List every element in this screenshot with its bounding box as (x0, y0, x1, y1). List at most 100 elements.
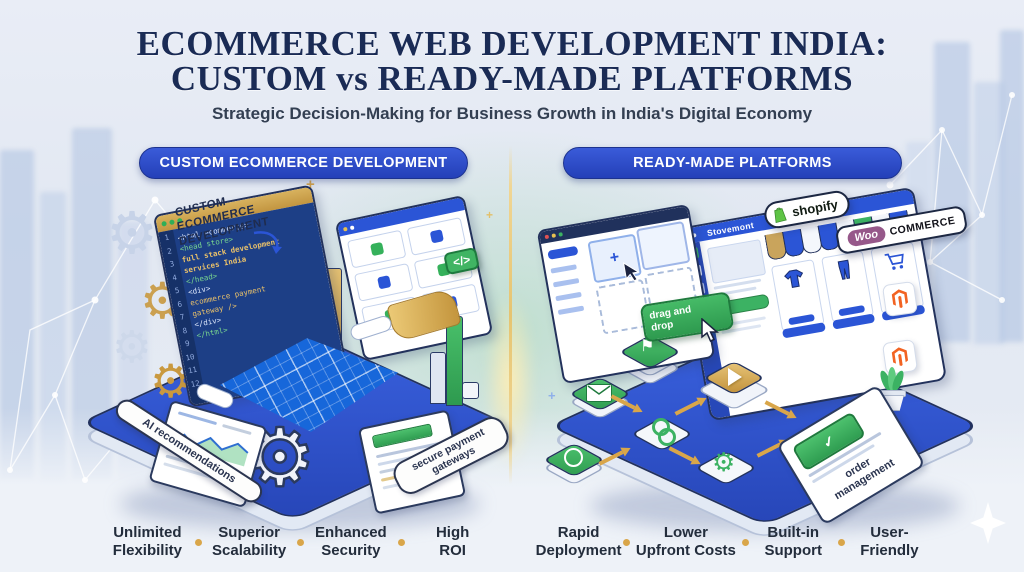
builder-block (635, 220, 691, 271)
feature-line: Friendly (860, 541, 919, 559)
window-dot-icon (168, 218, 175, 225)
window-dot-icon (349, 224, 355, 230)
garment-icon (429, 229, 444, 244)
plus-decoration: + (306, 176, 315, 193)
plus-decoration: + (548, 388, 556, 403)
coin-ring-icon (658, 428, 676, 446)
magento-badge (881, 280, 919, 318)
magento-badge (881, 338, 919, 376)
feature-line: Deployment (535, 541, 622, 559)
cart-icon (884, 253, 904, 270)
window-dot-icon (342, 226, 348, 232)
cursor-icon (622, 261, 640, 282)
check-icon: ✓ (819, 431, 838, 451)
refresh-clock-icon (564, 448, 583, 467)
magento-icon (891, 289, 909, 309)
pants-icon (837, 259, 851, 280)
feature-line: Unlimited (113, 524, 182, 541)
features-right: Rapid Deployment Lower Upfront Costs Bui… (534, 524, 934, 559)
sidebar-item (557, 305, 585, 316)
woocommerce-badge-label: COMMERCE (888, 214, 957, 238)
garment-icon (376, 275, 391, 290)
play-icon (728, 368, 742, 386)
sidebar-pill (547, 245, 579, 260)
feature-item: Unlimited Flexibility (100, 524, 195, 559)
feature-line: Lower (663, 524, 708, 541)
chart-bar (446, 316, 463, 406)
banner-custom-development: CUSTOM ECOMMERCE DEVELOPMENT (139, 147, 468, 179)
leaf (888, 367, 896, 391)
chart-bar (430, 352, 446, 404)
feature-line: Rapid (557, 524, 600, 541)
garment-icon (369, 242, 384, 257)
shopify-badge-label: shopify (790, 196, 840, 220)
feature-line: Support (764, 541, 822, 559)
feature-item: User- Friendly (845, 524, 934, 559)
feature-line: Security (321, 541, 381, 559)
dot-separator (837, 539, 845, 546)
sidebar-item (555, 291, 582, 302)
dot-separator (296, 539, 304, 546)
dot-separator (623, 539, 631, 546)
page-builder-window: + (536, 203, 716, 385)
feature-line: Scalability (212, 541, 287, 559)
content-placeholder (706, 239, 767, 284)
features-left: Unlimited Flexibility Superior Scalabili… (100, 524, 500, 559)
plus-decoration: + (486, 208, 494, 222)
center-divider-line (509, 146, 512, 484)
sidebar-item (552, 278, 580, 288)
feature-line: Flexibility (112, 541, 182, 559)
window-dot-icon (161, 220, 167, 227)
shopify-bag-icon (774, 207, 787, 224)
feature-line: ROI (439, 541, 466, 559)
page-title: ECOMMERCE WEB DEVELOPMENT INDIA: CUSTOM … (0, 26, 1024, 96)
gear-icon: ⚙ (712, 448, 736, 478)
product-card (820, 250, 875, 323)
cube-decoration (462, 382, 479, 399)
sidebar-item (550, 264, 577, 274)
storefront-window: Stovemont (676, 186, 948, 422)
tshirt-icon (784, 269, 804, 288)
product-card (346, 229, 407, 269)
feature-line: Enhanced (315, 524, 387, 541)
tower (974, 82, 1004, 344)
gear-icon: ⚙ (106, 199, 158, 267)
magento-icon (891, 347, 909, 367)
dot-separator (741, 539, 749, 546)
product-card (870, 241, 925, 314)
sketch-arrow-icon (253, 231, 282, 254)
feature-line: User- (870, 524, 909, 541)
plus-icon: + (608, 248, 621, 268)
feature-item: High ROI (405, 524, 500, 559)
feature-item: Rapid Deployment (534, 524, 623, 559)
product-card (353, 262, 414, 302)
storefront-window-title: Stovemont (706, 219, 755, 238)
feature-line: High (435, 524, 470, 541)
tower (934, 42, 970, 342)
feature-line: Built-in (767, 524, 820, 541)
window-dot-icon (551, 233, 557, 238)
title-line1: ECOMMERCE WEB DEVELOPMENT INDIA: (136, 24, 888, 63)
title-line2: CUSTOM vs READY-MADE PLATFORMS (170, 59, 854, 98)
dot-separator (398, 539, 406, 546)
feature-item: Built-in Support (749, 524, 838, 559)
page-subtitle: Strategic Decision-Making for Business G… (211, 104, 813, 123)
envelope-icon (586, 384, 612, 402)
product-card (770, 259, 825, 332)
shopify-badge: shopify (762, 188, 852, 231)
feature-line: Upfront Costs (635, 541, 736, 559)
feature-item: Enhanced Security (304, 524, 399, 559)
window-dot-icon (558, 232, 563, 237)
storefront-products (770, 241, 925, 332)
flag-icon: ⚑ (640, 336, 655, 355)
feature-line: Superior (218, 524, 280, 541)
gear-icon: ⚙ (112, 322, 152, 373)
cursor-icon (701, 318, 720, 342)
window-dot-icon (544, 234, 550, 240)
feature-item: Superior Scalability (202, 524, 297, 559)
tower (1000, 30, 1024, 342)
woo-logo-icon: Woo (846, 225, 887, 248)
banner-ready-made: READY-MADE PLATFORMS (563, 147, 902, 179)
feature-item: Lower Upfront Costs (630, 524, 741, 559)
